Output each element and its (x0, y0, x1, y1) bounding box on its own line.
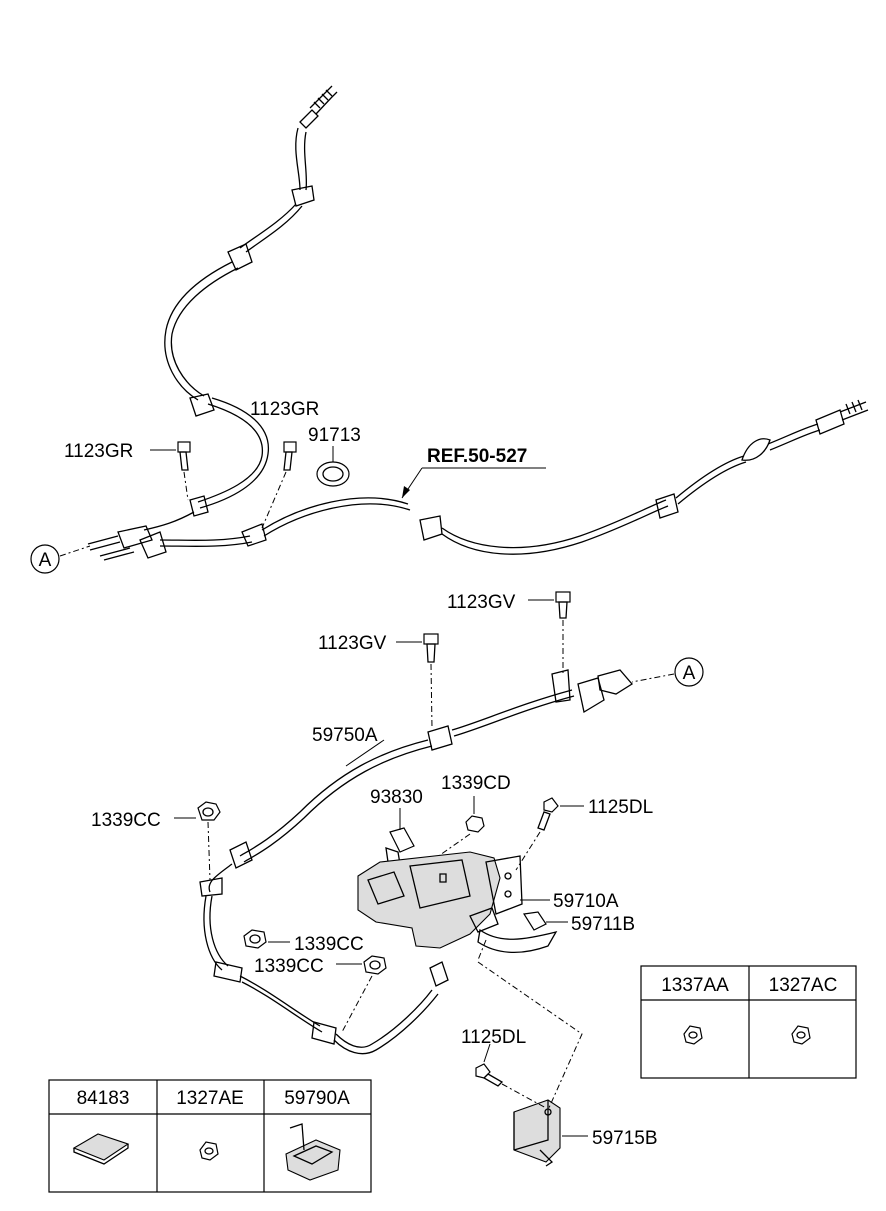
nut-1337aa-icon (683, 1025, 703, 1045)
label-1123gr-left: 1123GR (64, 441, 133, 462)
bolt-1123gr-mid (261, 441, 297, 529)
label-1339cd: 1339CD (441, 773, 511, 794)
label-1125dl-bottom: 1125DL (461, 1027, 526, 1048)
label-59710a: 59710A (553, 891, 619, 912)
label-91713: 91713 (308, 425, 361, 446)
label-1123gr-mid: 1123GR (250, 399, 319, 420)
parts-table-bottom (48, 1079, 372, 1193)
label-1123gv-left: 1123GV (318, 633, 387, 654)
table-bottom-header-3: 59790A (284, 1088, 350, 1109)
label-59750a: 59750A (312, 725, 378, 746)
reference-pointer (401, 467, 546, 499)
bolt-1125dl-top (515, 797, 584, 871)
bracket-59715b (477, 961, 588, 1167)
bolt-1123gr-left (150, 441, 191, 501)
marker-a-right (631, 657, 704, 687)
label-59711b: 59711B (571, 914, 635, 935)
nut-1327ae-icon (199, 1141, 219, 1161)
switch-59790a-icon (285, 1123, 341, 1181)
rear-cable-left (87, 85, 338, 561)
nut-1339cc-mid2 (336, 955, 387, 1033)
nut-1327ac-icon (791, 1025, 811, 1045)
nut-1339cc-top (174, 801, 221, 881)
label-1339cc-mid2: 1339CC (254, 956, 324, 977)
label-59715b: 59715B (592, 1128, 658, 1149)
pin-59711b (523, 911, 568, 931)
label-1339cc-mid1: 1339CC (294, 934, 364, 955)
bolt-1125dl-bottom (475, 1043, 547, 1109)
parts-table-right (640, 965, 857, 1079)
table-right-header-1: 1337AA (661, 975, 729, 996)
table-bottom-header-2: 1327AE (176, 1088, 244, 1109)
bolt-1123gv-left (396, 633, 439, 729)
table-right-header-2: 1327AC (769, 975, 838, 996)
rear-cable-right (159, 399, 869, 555)
label-93830: 93830 (370, 787, 423, 808)
label-1123gv-right: 1123GV (447, 592, 516, 613)
clip-93830 (385, 808, 415, 865)
grommet-91713 (316, 446, 350, 487)
nut-1339cc-mid1 (243, 929, 290, 949)
marker-a-right-text: A (683, 663, 696, 684)
label-1125dl-top: 1125DL (588, 797, 653, 818)
pad-84183-icon (72, 1133, 130, 1165)
table-bottom-header-1: 84183 (77, 1088, 130, 1109)
label-1339cc-top: 1339CC (91, 810, 161, 831)
bolt-1123gv-right (528, 591, 571, 676)
lever-assembly-59710a (357, 851, 558, 961)
marker-a-left-text: A (39, 550, 52, 571)
label-reference: REF.50-527 (427, 446, 527, 467)
marker-a-left (30, 544, 91, 574)
front-cable-59750a (199, 669, 633, 1055)
